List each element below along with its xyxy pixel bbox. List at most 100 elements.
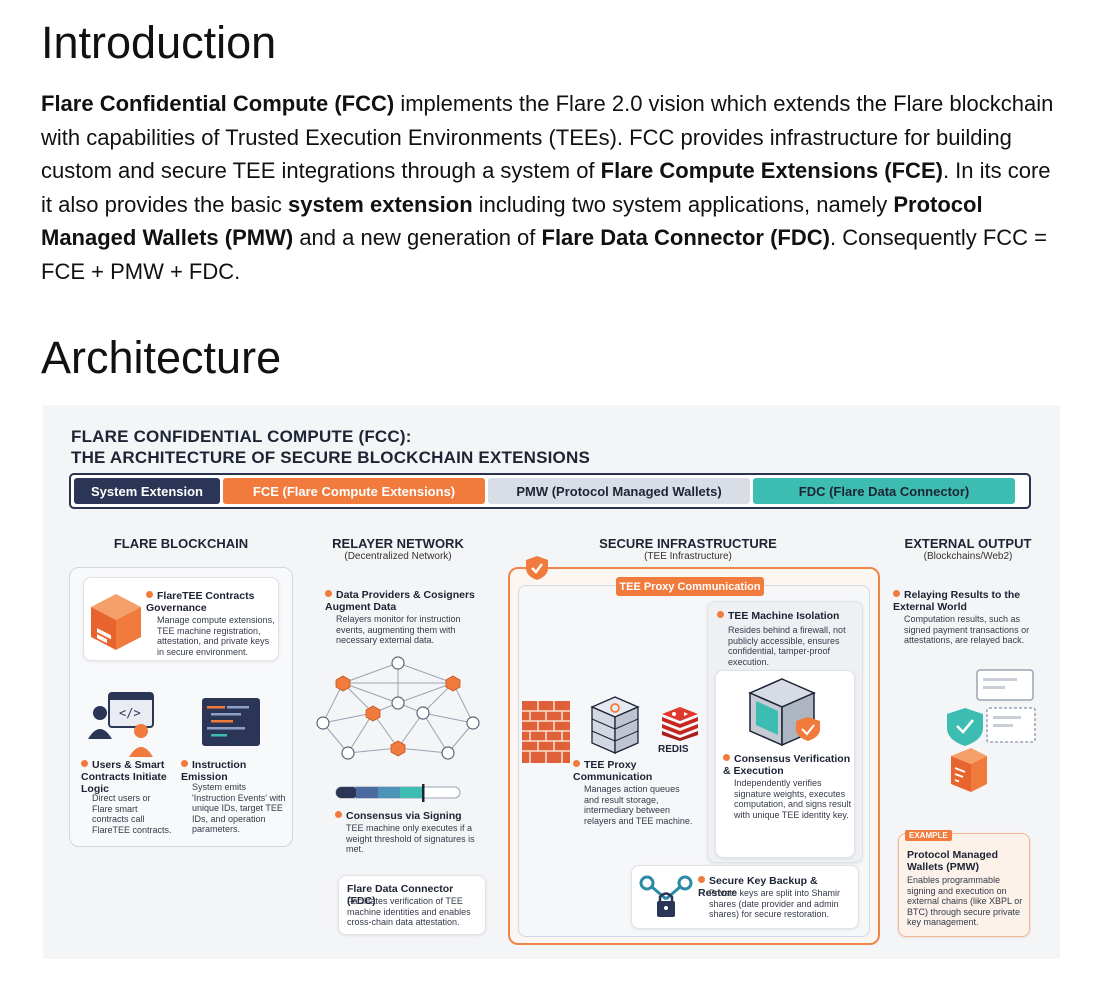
network-edge (397, 662, 454, 684)
bullet-dot (335, 811, 342, 818)
firewall-icon (522, 701, 570, 763)
external-chains-illustration (947, 669, 1036, 792)
legend-bar: System Extension FCE (Flare Compute Exte… (69, 473, 1031, 509)
network-edge (322, 712, 374, 724)
bullet-dot (723, 754, 730, 761)
network-edge (347, 712, 374, 754)
proxy-communication-tag: TEE Proxy Communication (616, 577, 764, 596)
legend-system-extension: System Extension (74, 478, 220, 504)
infographic-title-line2: THE ARCHITECTURE OF SECURE BLOCKCHAIN EX… (71, 448, 590, 467)
relayer-node-cube (365, 705, 381, 722)
relayer-node (341, 746, 355, 760)
network-edge (347, 747, 399, 754)
bullet-dot (146, 591, 153, 598)
server-stack-icon (590, 696, 640, 754)
legend-pmw: PMW (Protocol Managed Wallets) (488, 478, 750, 504)
column-subtitle-relayer: (Decentralized Network) (344, 551, 452, 562)
users-title: Users & Smart Contracts Initiate Logic (81, 759, 167, 795)
column-title-relayer: RELAYER NETWORK (332, 536, 464, 551)
pmw-example-card (898, 833, 1030, 937)
network-edge (422, 712, 474, 724)
shield-check-icon (526, 556, 548, 580)
introduction-heading: Introduction (41, 17, 277, 68)
relayer-node (466, 716, 480, 730)
intro-bold-term: Flare Data Connector (FDC) (541, 225, 830, 250)
bullet-dot (698, 876, 705, 883)
isolation-desc: Resides behind a firewall, not publicly … (728, 625, 846, 667)
relay-title: Relaying Results to the External World (893, 589, 1021, 613)
consensus-desc: TEE machine only executes if a weight th… (346, 823, 475, 854)
emission-desc: System emits 'Instruction Events' with u… (192, 782, 286, 834)
intro-bold-term: Flare Confidential Compute (FCC) (41, 91, 395, 116)
relayer-node-cube (445, 675, 461, 692)
intro-bold-term: Flare Compute Extensions (FCE) (600, 158, 943, 183)
network-edge (342, 662, 399, 684)
intro-bold-term: system extension (288, 191, 473, 217)
intro-text: implements the Flare 2.0 vision which ex… (41, 91, 1054, 183)
fdc-card (338, 875, 486, 935)
signature-threshold-bar (335, 784, 461, 802)
infographic-title-line1: FLARE CONFIDENTIAL COMPUTE (FCC): (71, 427, 412, 446)
emission-title: Instruction Emission (181, 759, 247, 783)
relayer-node (416, 706, 430, 720)
backup-desc: Private keys are split into Shamir share… (709, 888, 841, 919)
network-edge (342, 682, 399, 704)
proxy-desc: Manages action queues and result storage… (584, 784, 693, 826)
proxy-title: TEE Proxy Communication (573, 759, 653, 783)
intro-bold-term: Protocol Managed Wallets (PMW) (41, 191, 983, 251)
redis-icon (662, 707, 698, 741)
users-desc: Direct users or Flare smart contracts ca… (92, 793, 172, 835)
isolation-title: TEE Machine Isolation (717, 610, 857, 622)
tee-machine-icon (748, 678, 820, 747)
pmw-desc: Enables programmable signing and executi… (907, 875, 1023, 927)
bullet-dot (181, 760, 188, 767)
network-edge (422, 712, 449, 754)
pmw-title: Protocol Managed Wallets (PMW) (907, 849, 999, 873)
relayer-node-cube (390, 740, 406, 757)
network-edge (452, 682, 474, 724)
fdc-title: Flare Data Connector (FDC) (347, 883, 454, 907)
bullet-dot (717, 611, 724, 618)
consensus-title: Consensus via Signing (335, 810, 485, 822)
network-edge (397, 682, 454, 704)
column-title-secure: SECURE INFRASTRUCTURE (599, 536, 777, 551)
bullet-dot (325, 590, 332, 597)
architecture-heading: Architecture (41, 332, 282, 383)
providers-title: Data Providers & Cosigners Augment Data (325, 589, 475, 613)
column-title-blockchain: FLARE BLOCKCHAIN (113, 536, 249, 551)
column-title-external: EXTERNAL OUTPUT (904, 536, 1032, 551)
architecture-infographic: FLARE CONFIDENTIAL COMPUTE (FCC): THE AR… (43, 405, 1060, 959)
intro-text: . In its core it also provides the basic (41, 158, 1051, 217)
contracts-desc: Manage compute extensions, TEE machine r… (157, 615, 275, 657)
providers-desc: Relayers monitor for instruction events,… (336, 614, 461, 645)
example-tag: EXAMPLE (905, 830, 952, 841)
backup-title: Secure Key Backup & Restore (698, 875, 818, 899)
network-edge (322, 682, 344, 724)
relayer-node (391, 696, 405, 710)
users-contracts-icon: </> (88, 692, 154, 757)
network-edge (397, 747, 449, 754)
redis-label: REDIS (658, 744, 689, 755)
legend-fdc: FDC (Flare Data Connector) (753, 478, 1015, 504)
relayer-node-cube (335, 675, 351, 692)
column-subtitle-external: (Blockchains/Web2) (923, 551, 1013, 562)
intro-text: including two system applications, namel… (472, 191, 894, 217)
fdc-desc: Facilitates verification of TEE machine … (347, 896, 471, 927)
introduction-paragraph: Flare Confidential Compute (FCC) impleme… (41, 87, 1066, 288)
svg-text:</>: </> (119, 706, 141, 720)
code-terminal-icon (202, 698, 260, 746)
network-edge (397, 712, 424, 749)
flare-cube-icon (91, 594, 141, 650)
intro-text: . Consequently FCC = FCE + PMW + FDC. (41, 225, 1048, 284)
intro-text: and a new generation of (293, 225, 542, 250)
bullet-dot (573, 760, 580, 767)
legend-fce: FCE (Flare Compute Extensions) (223, 478, 485, 504)
contracts-title: FlareTEE Contracts Governance (146, 590, 255, 614)
relay-desc: Computation results, such as signed paym… (904, 614, 1030, 645)
relayer-node (441, 746, 455, 760)
verify-title: Consensus Verification & Execution (723, 753, 851, 777)
key-lock-icon (639, 875, 693, 917)
column-subtitle-secure: (TEE Infrastructure) (644, 551, 732, 562)
bullet-dot (81, 760, 88, 767)
